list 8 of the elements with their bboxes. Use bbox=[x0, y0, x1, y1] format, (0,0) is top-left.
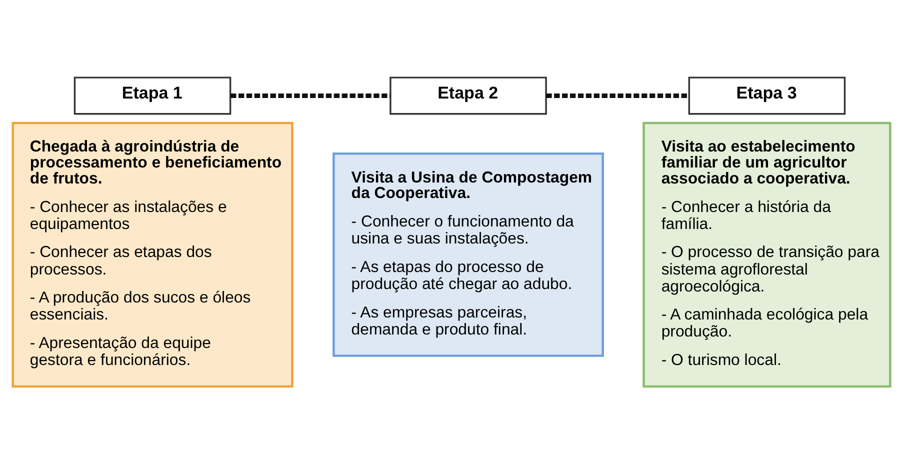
node-box: Etapa 1 bbox=[74, 76, 232, 115]
node-box: Visita a Usina de Compostagem da Cooperativa. - Conhecer o funcionamento da usina e suas instalações. - As etapas do processo de produção até chegar ao adubo. - As empresas parceiras, demanda e produto final. bbox=[332, 152, 604, 357]
node-box: Etapa 2 bbox=[390, 76, 547, 115]
node-box: Chegada à agroindústria de processamento e beneficiamento de frutos. - Conhecer as instalações e equipamentos - Conhecer as etapas dos processos. - A produção dos sucos e óleos essenciais. - Apresentação da equipe gestora e funcionários. bbox=[12, 122, 294, 388]
connector bbox=[230, 93, 390, 98]
node-box: Etapa 3 bbox=[688, 76, 846, 115]
node-box: Visita ao estabelecimento familiar de um agricultor associado a cooperativa. - Conhecer a história da família. - O processo de transição para sistema agroflorestal agroecológica. - A caminhada ecológica pela produção. - O turismo local. bbox=[642, 122, 892, 388]
connector bbox=[546, 93, 689, 98]
